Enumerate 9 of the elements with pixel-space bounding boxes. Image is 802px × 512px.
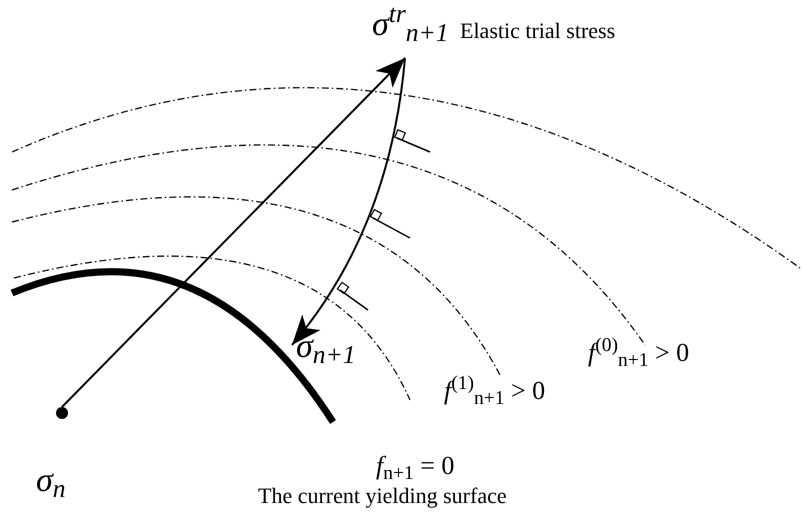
arrow [61, 57, 406, 408]
yield-function-label: f$^{(1)}$$_{n+1}$ > 0 [444, 378, 546, 404]
yield-function-label: f$_{n+1}$ = 0 [376, 453, 454, 479]
stress-symbol: σ$_{n}$ [36, 464, 66, 498]
caption-text: The current yielding surface [258, 485, 507, 507]
stress-symbol: σ$_{n+1}$ [296, 330, 356, 364]
annotation-text: Elastic trial stress [460, 17, 616, 45]
arrow [291, 58, 406, 346]
yield-function-label: f$^{(0)}$$_{n+1}$ > 0 [588, 340, 690, 366]
